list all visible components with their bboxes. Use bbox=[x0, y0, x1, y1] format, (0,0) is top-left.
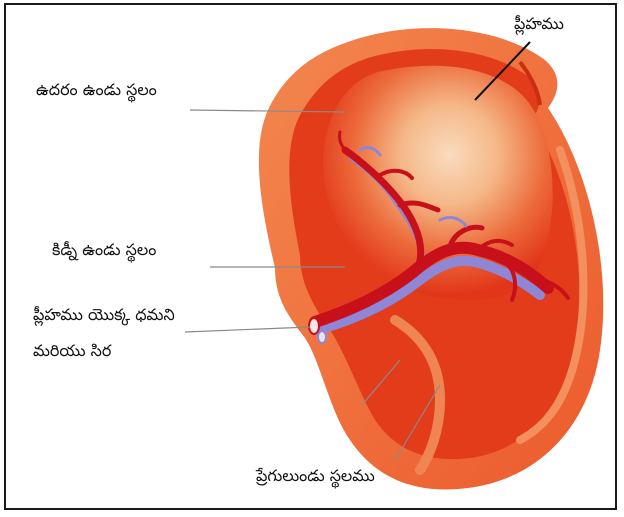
label-intestine-area: ప్రేగులుండు స్థలము bbox=[256, 466, 375, 486]
label-artery-vein-line1: ప్లీహము యొక్క ధమని bbox=[33, 305, 175, 325]
leader-artery bbox=[185, 327, 310, 332]
label-kidney-area: కిడ్నీ ఉండు స్థలం bbox=[52, 240, 156, 260]
label-spleen: ప్లీహము bbox=[514, 14, 564, 34]
label-artery-vein-line2: మరియు సిర bbox=[33, 341, 111, 361]
label-stomach-area: ఉదరం ఉండు స్థలం bbox=[36, 80, 157, 100]
